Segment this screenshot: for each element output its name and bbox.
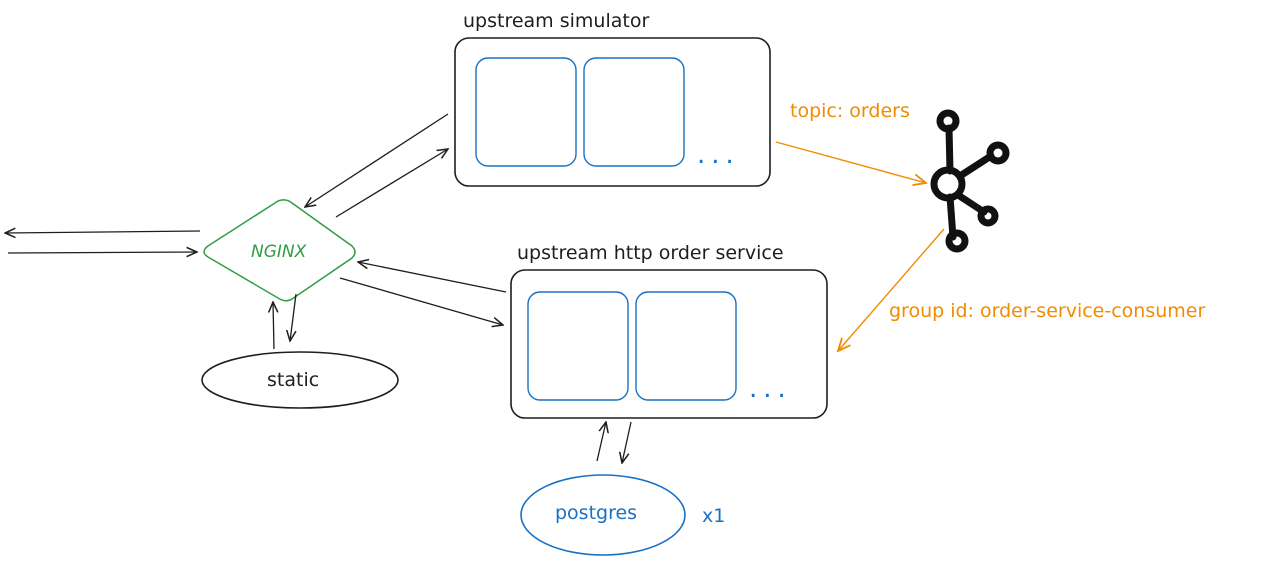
- arrow-postgres-to-order-service: [596, 422, 606, 462]
- nginx-label: NGINX: [251, 242, 307, 262]
- kafka-logo-icon: [930, 109, 1010, 253]
- postgres-node[interactable]: [520, 474, 686, 556]
- postgres-label: postgres: [555, 502, 638, 524]
- arrow-client-to-nginx: [7, 252, 197, 253]
- more-simulator-instances: ...: [697, 140, 740, 170]
- arrow-order-service-to-postgres: [622, 421, 632, 463]
- arrow-nginx-to-simulator: [335, 149, 448, 218]
- static-node[interactable]: [201, 351, 399, 409]
- upstream-simulator-box[interactable]: [454, 37, 771, 187]
- order-service-box[interactable]: [510, 269, 828, 419]
- nginx-node[interactable]: [203, 199, 356, 302]
- order-service-instance-2[interactable]: [635, 291, 737, 401]
- arrow-kafka-to-order-service: [838, 228, 945, 351]
- group-id-label: group id: order-service-consumer: [889, 300, 1206, 322]
- static-label: static: [267, 369, 320, 391]
- arrow-nginx-to-static: [290, 293, 297, 341]
- simulator-instance-2[interactable]: [583, 57, 685, 167]
- postgres-count-label: x1: [702, 505, 726, 527]
- arrow-static-to-nginx: [273, 302, 274, 350]
- simulator-instance-1[interactable]: [475, 57, 577, 167]
- more-order-service-instances: ...: [749, 374, 792, 404]
- order-service-instance-1[interactable]: [527, 291, 629, 401]
- order-service-title: upstream http order service: [517, 242, 784, 264]
- arrow-simulator-to-kafka: [775, 141, 926, 183]
- arrow-simulator-to-nginx: [305, 113, 449, 207]
- upstream-simulator-title: upstream simulator: [463, 10, 650, 32]
- topic-label: topic: orders: [790, 100, 910, 122]
- arrow-nginx-to-client: [5, 231, 201, 233]
- arrow-nginx-to-order-service: [339, 277, 503, 325]
- arrow-order-service-to-nginx: [358, 262, 507, 293]
